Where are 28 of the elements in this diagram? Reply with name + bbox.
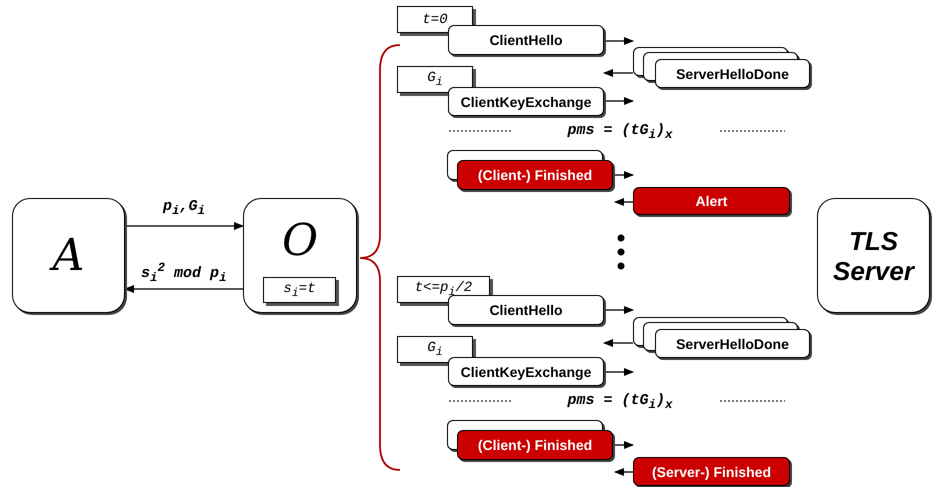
arrow	[604, 97, 634, 105]
message-box: ClientHello	[448, 295, 604, 325]
arrow	[604, 306, 634, 314]
arrow	[603, 339, 633, 347]
entity-box: TLS Server	[817, 198, 930, 313]
arrow	[604, 368, 634, 376]
message-box: ClientKeyExchange	[448, 87, 604, 116]
entity-box: A	[12, 198, 125, 313]
arrow	[124, 285, 243, 293]
message-box: ClientHello	[448, 25, 604, 55]
formula-text: pms = (tG$_{i}$)$_{x}$	[568, 122, 673, 142]
parameter-box: s$_{i}$=t	[263, 277, 336, 303]
arrow	[615, 441, 634, 449]
entity-box	[243, 198, 357, 313]
message-box: ClientKeyExchange	[448, 357, 604, 386]
arrow	[125, 222, 244, 230]
arrow	[614, 468, 633, 476]
parameter-box: G$_{i}$	[397, 336, 473, 363]
entity-symbol: O	[282, 215, 318, 266]
parameter-box: t=0	[397, 6, 473, 33]
arrow	[614, 198, 633, 206]
formula-text: pms = (tG$_{i}$)$_{x}$	[568, 392, 673, 412]
parameter-box: G$_{i}$	[397, 66, 473, 93]
arrow	[603, 69, 633, 77]
arrow	[604, 37, 634, 45]
message-box: (Server-) Finished	[633, 457, 790, 486]
arrow	[615, 171, 634, 179]
message-box: Alert	[633, 187, 790, 215]
